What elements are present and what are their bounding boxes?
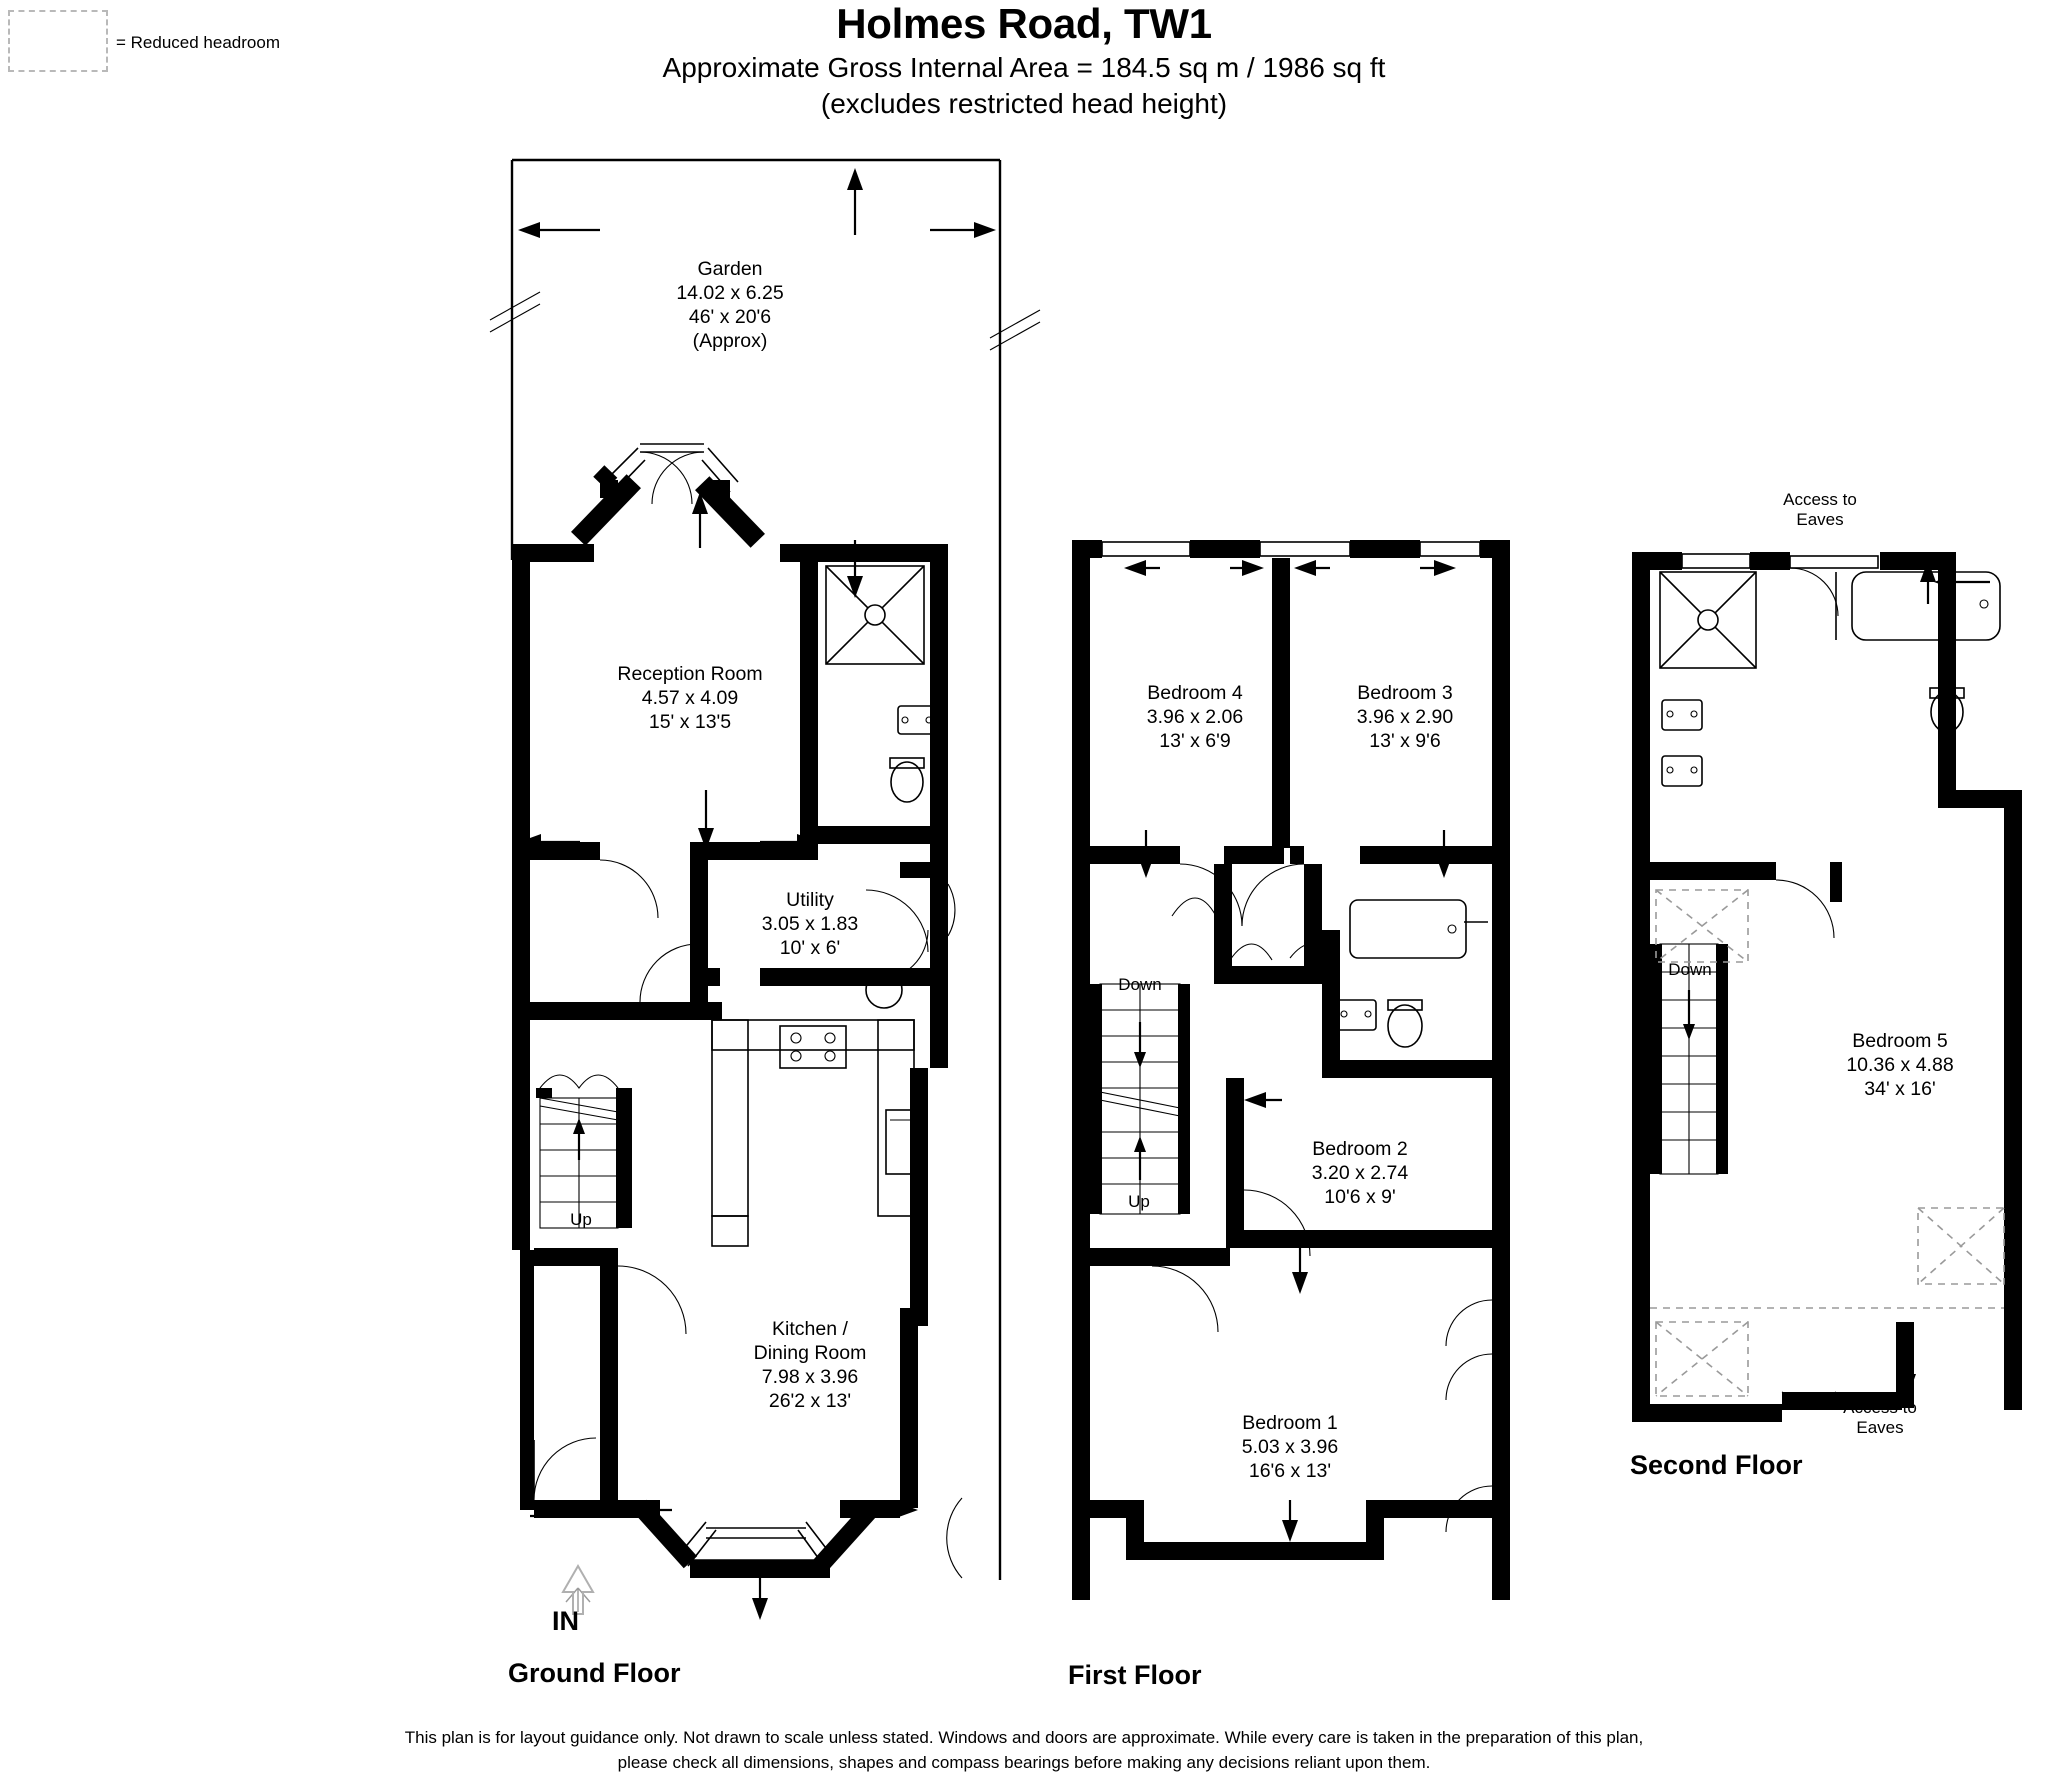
reduced-headroom-swatch xyxy=(8,10,108,72)
stair-label-up-ground: Up xyxy=(570,1210,592,1229)
room-imperial: 10' x 6' xyxy=(779,936,841,959)
first-floor-geometry xyxy=(1072,540,1510,1600)
annotation-access-to-eaves-top: Access to Eaves xyxy=(1740,490,1900,531)
room-metric: 3.05 x 1.83 xyxy=(761,912,859,935)
stair-label-up-first: Up xyxy=(1128,1192,1150,1211)
room-metric: 14.02 x 6.25 xyxy=(676,281,784,304)
room-label-reception-room: Reception Room 4.57 x 4.09 15' x 13'5 xyxy=(570,663,810,735)
room-imperial: 26'2 x 13' xyxy=(768,1389,852,1412)
room-metric: 10.36 x 4.88 xyxy=(1846,1053,1954,1076)
room-label-utility: Utility 3.05 x 1.83 10' x 6' xyxy=(690,889,930,961)
room-metric: 3.20 x 2.74 xyxy=(1311,1161,1409,1184)
reduced-headroom-legend-label: = Reduced headroom xyxy=(116,33,280,52)
room-imperial: 10'6 x 9' xyxy=(1324,1185,1396,1208)
room-label-bedroom-2: Bedroom 2 3.20 x 2.74 10'6 x 9' xyxy=(1265,1138,1455,1210)
room-imperial: 15' x 13'5 xyxy=(648,710,732,733)
room-imperial: 34' x 16' xyxy=(1864,1077,1936,1100)
annotation-line-2: Eaves xyxy=(1796,510,1844,530)
room-label-kitchen-dining-room: Kitchen / Dining Room 7.98 x 3.96 26'2 x… xyxy=(690,1318,930,1414)
room-metric: 4.57 x 4.09 xyxy=(641,686,739,709)
room-name: Garden xyxy=(697,258,763,280)
disclaimer-line-2: please check all dimensions, shapes and … xyxy=(617,1752,1431,1772)
annotation-line-2: Eaves xyxy=(1856,1418,1904,1438)
gross-internal-area-text: Approximate Gross Internal Area = 184.5 … xyxy=(662,52,1386,84)
head-height-exclusion-text: (excludes restricted head height) xyxy=(820,87,1228,119)
room-note: (Approx) xyxy=(692,329,768,352)
stair-label-down-second: Down xyxy=(1668,960,1712,979)
room-name: Reception Room xyxy=(617,663,763,685)
annotation-line-1: Access to xyxy=(1783,490,1857,509)
room-name: Bedroom 3 xyxy=(1357,682,1453,704)
floor-label-second: Second Floor xyxy=(1630,1450,1803,1480)
room-imperial: 13' x 9'6 xyxy=(1369,729,1441,752)
room-label-bedroom-4: Bedroom 4 3.96 x 2.06 13' x 6'9 xyxy=(1100,682,1290,754)
room-label-bedroom-1: Bedroom 1 5.03 x 3.96 16'6 x 13' xyxy=(1195,1412,1385,1484)
room-metric: 5.03 x 3.96 xyxy=(1241,1435,1339,1458)
stair-label-down-first: Down xyxy=(1118,975,1162,994)
room-label-garden: Garden 14.02 x 6.25 46' x 20'6 (Approx) xyxy=(610,258,850,354)
floor-label-first: First Floor xyxy=(1068,1660,1202,1690)
page-title: Holmes Road, TW1 xyxy=(836,0,1212,47)
annotation-access-to-eaves-bottom: Access to Eaves xyxy=(1800,1398,1960,1439)
room-name: Kitchen / xyxy=(772,1318,848,1340)
disclaimer: This plan is for layout guidance only. N… xyxy=(0,1726,2048,1775)
room-imperial: 16'6 x 13' xyxy=(1248,1459,1332,1482)
room-metric: 3.96 x 2.90 xyxy=(1356,705,1454,728)
room-label-bedroom-5: Bedroom 5 10.36 x 4.88 34' x 16' xyxy=(1790,1030,2010,1102)
entrance-marker-in: IN xyxy=(552,1606,579,1636)
room-name: Utility xyxy=(786,889,834,911)
disclaimer-line-1: This plan is for layout guidance only. N… xyxy=(404,1728,1644,1747)
ground-floor-geometry xyxy=(489,158,1041,1620)
annotation-line-1: Access to xyxy=(1843,1398,1917,1417)
room-name-line2: Dining Room xyxy=(753,1341,867,1364)
plan-header: Holmes Road, TW1 Approximate Gross Inter… xyxy=(0,0,2048,122)
room-imperial: 46' x 20'6 xyxy=(688,305,772,328)
room-name: Bedroom 2 xyxy=(1312,1138,1408,1160)
room-name: Bedroom 5 xyxy=(1852,1030,1948,1052)
room-label-bedroom-3: Bedroom 3 3.96 x 2.90 13' x 9'6 xyxy=(1310,682,1500,754)
room-name: Bedroom 1 xyxy=(1242,1412,1338,1434)
room-metric: 7.98 x 3.96 xyxy=(761,1365,859,1388)
room-metric: 3.96 x 2.06 xyxy=(1146,705,1244,728)
second-floor-geometry xyxy=(1632,552,2022,1422)
room-imperial: 13' x 6'9 xyxy=(1159,729,1231,752)
room-name: Bedroom 4 xyxy=(1147,682,1243,704)
floor-label-ground: Ground Floor xyxy=(508,1658,681,1688)
